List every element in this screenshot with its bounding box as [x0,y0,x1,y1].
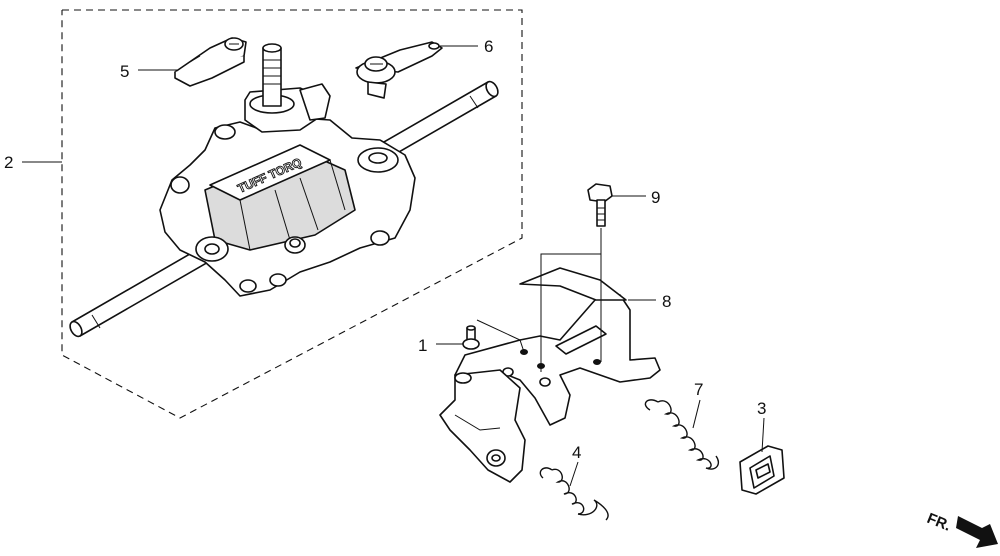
pin-1 [462,325,480,350]
callouts: 2 5 6 9 8 1 7 3 4 [4,37,766,462]
front-direction-label: FR. [925,510,954,535]
spring-7 [644,399,720,470]
clip-3 [739,445,785,495]
callout-3: 3 [757,399,766,418]
callout-1: 1 [418,336,427,355]
lever-arm [439,369,526,483]
bracket-8 [454,267,661,426]
callout-4: 4 [572,443,581,462]
transmission-housing: TUFF TORQ [159,43,416,297]
shift-arm-5 [174,37,247,87]
callout-6: 6 [484,37,493,56]
callout-2: 2 [4,153,13,172]
transmission-group-box [61,9,523,419]
callout-8: 8 [662,292,671,311]
callout-7: 7 [694,380,703,399]
callout-9: 9 [651,188,660,207]
shift-arm-6 [355,41,443,99]
callout-5: 5 [120,62,129,81]
leader-lines [22,45,765,487]
front-direction-arrow: FR. [925,510,998,548]
spring-4 [539,467,609,521]
bolt-9 [587,183,613,227]
